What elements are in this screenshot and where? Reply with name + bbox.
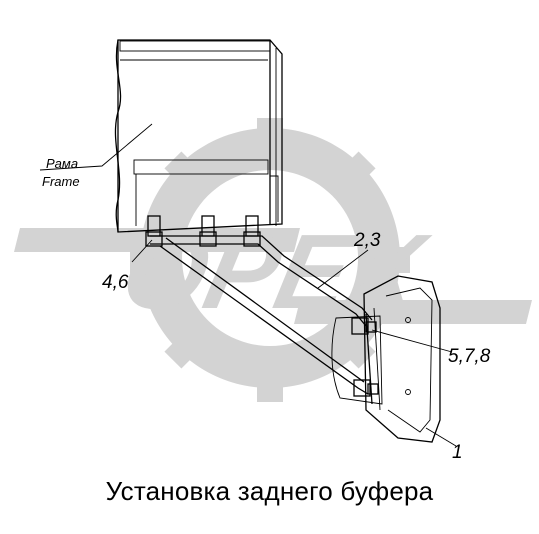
vehicle-frame (114, 39, 283, 247)
bumper-bolt-lower (353, 379, 379, 397)
callout-1: 1 (452, 442, 463, 463)
callout-5-7-8: 5,7,8 (448, 346, 491, 367)
frame-leader-line (39, 123, 153, 171)
rear-bumper (331, 275, 441, 443)
callout-leader-1 (425, 427, 457, 447)
callout-leader-2-3 (317, 249, 369, 289)
bumper-bolt-upper (351, 317, 377, 335)
callout-2-3: 2,3 (353, 230, 381, 251)
callout-4-6: 4,6 (102, 272, 129, 293)
watermark-text: OPEX (112, 212, 437, 331)
callout-leader-5-7-8 (371, 329, 453, 353)
frame-label-en: Frame (42, 174, 80, 189)
callout-leader-4-6 (131, 239, 153, 263)
drawing-caption: Установка заднего буфера (105, 476, 434, 506)
frame-label-ru: Рама (46, 156, 78, 171)
